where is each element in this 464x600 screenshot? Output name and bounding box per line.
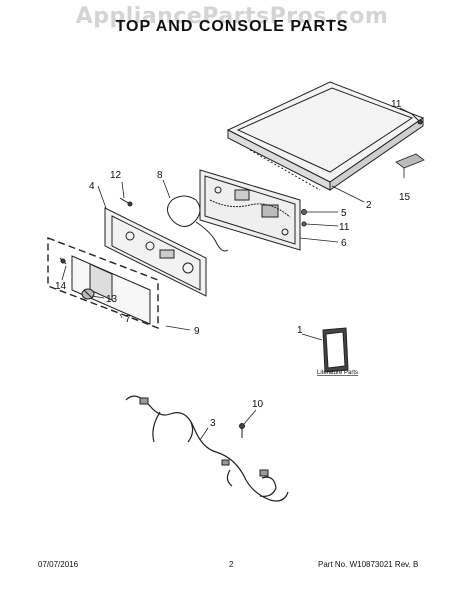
footer-page-number: 2 (229, 560, 234, 569)
console-assembly-outline (47, 236, 159, 330)
wire-harness-lower (125, 395, 289, 502)
callout-14: 14 (55, 281, 67, 292)
console-panel (104, 207, 207, 297)
screw-top-right (411, 113, 423, 125)
clip-part (301, 209, 307, 227)
footer-date: 07/07/2016 (38, 560, 79, 569)
leader-lines (61, 107, 413, 441)
top-pad (395, 153, 425, 169)
literature-label: Literature Parts (317, 370, 358, 376)
callout-7: 7 (125, 314, 131, 325)
callout-15: 15 (399, 192, 411, 203)
ui-overlay (71, 255, 151, 325)
page-title: TOP AND CONSOLE PARTS (115, 18, 349, 35)
footer-part-number: Part No. W10873021 Rev. B (318, 560, 419, 569)
callout-11-top: 11 (391, 99, 402, 110)
spring-part (59, 257, 67, 265)
screw-console (119, 197, 133, 207)
callout-8: 8 (157, 170, 163, 181)
thermistor-part (239, 423, 245, 438)
harness-connector (139, 397, 269, 477)
wire-harness-upper (167, 195, 229, 252)
literature-booklet (322, 327, 349, 373)
callout-9: 9 (194, 326, 200, 337)
callout-1: 1 (297, 325, 303, 336)
callout-13: 13 (106, 294, 118, 305)
knob-part (81, 288, 95, 300)
callout-10: 10 (252, 399, 264, 410)
callout-4: 4 (89, 181, 95, 192)
callout-6: 6 (341, 238, 347, 249)
callout-5: 5 (341, 208, 347, 219)
callout-3: 3 (210, 418, 216, 429)
callout-12: 12 (110, 170, 122, 181)
callout-2: 2 (366, 200, 372, 211)
top-panel (226, 81, 425, 191)
watermark: AppliancePartsPros.com (75, 4, 389, 29)
callout-11-side: 11 (339, 222, 350, 233)
control-housing (199, 169, 301, 251)
